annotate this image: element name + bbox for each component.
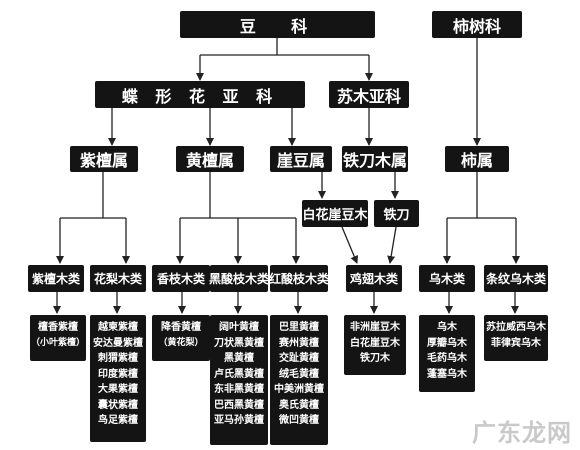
node-wumu-lei-label: 乌木类 — [428, 272, 465, 286]
species-list-hongsuan: 巴里黄檀 赛州黄檀 交趾黄檀 绒毛黄檀 中美洲黄檀 奥氏黄檀 微凹黄檀 — [270, 315, 328, 445]
species-item: 交趾黄檀 — [279, 353, 319, 364]
species-item: 降香黄檀 — [161, 322, 201, 333]
node-xiangzhimu-lei-label: 香枝木类 — [156, 272, 205, 286]
species-item: 巴里黄檀 — [279, 322, 319, 333]
species-list-tiaowen: 苏拉威西乌木 菲律宾乌木 — [484, 315, 548, 361]
node-huangtan-shu-label: 黄檀属 — [185, 151, 234, 170]
species-item: 鸟足紫檀 — [98, 415, 138, 426]
node-zitan-shu: 紫檀属 — [70, 146, 138, 172]
node-baihua-yadoumu-label: 白花崖豆木 — [302, 208, 368, 223]
node-hualimu-lei-label: 花梨木类 — [93, 272, 142, 286]
node-zitanmu-lei-label: 紫檀木类 — [31, 272, 80, 286]
species-item: 白花崖豆木 — [350, 337, 400, 349]
node-shi-shu: 柿属 — [445, 146, 509, 172]
species-item: 绒毛黄檀 — [279, 368, 319, 380]
node-zitanmu-lei: 紫檀木类 — [28, 265, 84, 292]
node-tiedao-label: 铁刀 — [383, 208, 410, 223]
species-item: 檀香紫檀 — [38, 322, 78, 333]
species-list-heisuan: 阔叶黄檀 刀状黑黄檀 黑黄檀 卢氏黑黄檀 东非黑黄檀 巴西黑黄檀 亚马孙黄檀 — [210, 315, 268, 445]
species-item: 乌木 — [437, 322, 457, 333]
node-diexing: 蝶 形 花 亚 科 — [95, 81, 305, 108]
species-item: 印度紫檀 — [98, 368, 138, 380]
node-shishuke: 柿树科 — [432, 11, 522, 38]
node-tiedaomu-shu: 铁刀木属 — [342, 146, 408, 172]
species-item: 厚瓣乌木 — [427, 337, 467, 349]
node-baihua-yadoumu: 白花崖豆木 — [302, 200, 368, 227]
node-sumu: 苏木亚科 — [329, 81, 409, 108]
species-item: 黑黄檀 — [224, 353, 254, 364]
species-list-wumu: 乌木 厚瓣乌木 毛药乌木 蓬塞乌木 — [419, 315, 475, 392]
species-item: 中美洲黄檀 — [274, 384, 324, 395]
node-doukehi: 豆 科 — [180, 11, 375, 38]
node-heisuanzhimu-lei-label: 黑酸枝木类 — [209, 272, 270, 286]
node-tiedao: 铁刀 — [374, 200, 419, 227]
species-item: 越柬紫檀 — [98, 322, 138, 333]
species-item: 大果紫檀 — [98, 384, 138, 395]
species-item: （黄花梨） — [158, 337, 204, 348]
node-heisuanzhimu-lei: 黑酸枝木类 — [209, 265, 270, 292]
species-item: 微凹黄檀 — [279, 415, 319, 426]
species-item: 菲律宾乌木 — [491, 337, 541, 349]
node-jichimu-lei: 鸡翅木类 — [346, 265, 402, 292]
node-shi-shu-label: 柿属 — [460, 151, 493, 170]
species-item: 刺猬紫檀 — [98, 353, 138, 364]
node-wumu-lei: 乌木类 — [419, 265, 475, 292]
node-xiangzhimu-lei: 香枝木类 — [152, 265, 210, 292]
species-item: 苏拉威西乌木 — [486, 322, 546, 333]
species-item: 亚马孙黄檀 — [214, 415, 264, 426]
node-huangtan-shu: 黄檀属 — [176, 146, 244, 172]
node-diexing-label: 蝶 形 花 亚 科 — [121, 86, 279, 106]
species-item: 蓬塞乌木 — [427, 368, 467, 380]
species-item: （小叶紫檀） — [31, 337, 86, 348]
species-list-xiangzhi: 降香黄檀 （黄花梨） — [152, 315, 210, 361]
node-tiaowen-wumu-lei-label: 条纹乌木类 — [485, 272, 546, 286]
node-sumu-label: 苏木亚科 — [336, 86, 401, 106]
node-tiaowen-wumu-lei: 条纹乌木类 — [484, 265, 548, 292]
species-list-jichi: 非洲崖豆木 白花崖豆木 铁刀木 — [344, 315, 406, 375]
species-item: 非洲崖豆木 — [350, 322, 400, 333]
node-hualimu-lei: 花梨木类 — [90, 265, 146, 292]
species-item: 安达曼紫檀 — [93, 337, 143, 349]
node-jichimu-lei-label: 鸡翅木类 — [349, 272, 398, 286]
species-item: 奥氏黄檀 — [279, 399, 319, 411]
node-yadou-shu: 崖豆属 — [270, 146, 332, 172]
species-list-zitan: 檀香紫檀 （小叶紫檀） — [30, 315, 86, 361]
species-item: 阔叶黄檀 — [219, 322, 259, 333]
species-item: 铁刀木 — [360, 353, 390, 364]
node-zitan-shu-label: 紫檀属 — [79, 151, 128, 170]
species-item: 东非黑黄檀 — [214, 384, 264, 395]
species-list-huali: 越柬紫檀 安达曼紫檀 刺猬紫檀 印度紫檀 大果紫檀 囊状紫檀 鸟足紫檀 — [90, 315, 146, 442]
species-item: 巴西黑黄檀 — [214, 399, 264, 411]
node-tiedaomu-shu-label: 铁刀木属 — [342, 151, 407, 170]
node-hongsuanzhimu-lei-label: 红酸枝木类 — [269, 272, 330, 286]
watermark: 广东龙网 — [472, 419, 572, 447]
node-doukehi-label: 豆 科 — [239, 16, 316, 36]
node-hongsuanzhimu-lei: 红酸枝木类 — [269, 265, 330, 292]
node-shishuke-label: 柿树科 — [452, 16, 501, 36]
species-item: 赛州黄檀 — [279, 337, 319, 349]
species-item: 刀状黑黄檀 — [214, 337, 264, 349]
species-item: 囊状紫檀 — [98, 399, 138, 411]
node-yadou-shu-label: 崖豆属 — [276, 151, 325, 170]
species-item: 毛药乌木 — [427, 353, 467, 364]
species-item: 卢氏黑黄檀 — [214, 368, 264, 380]
